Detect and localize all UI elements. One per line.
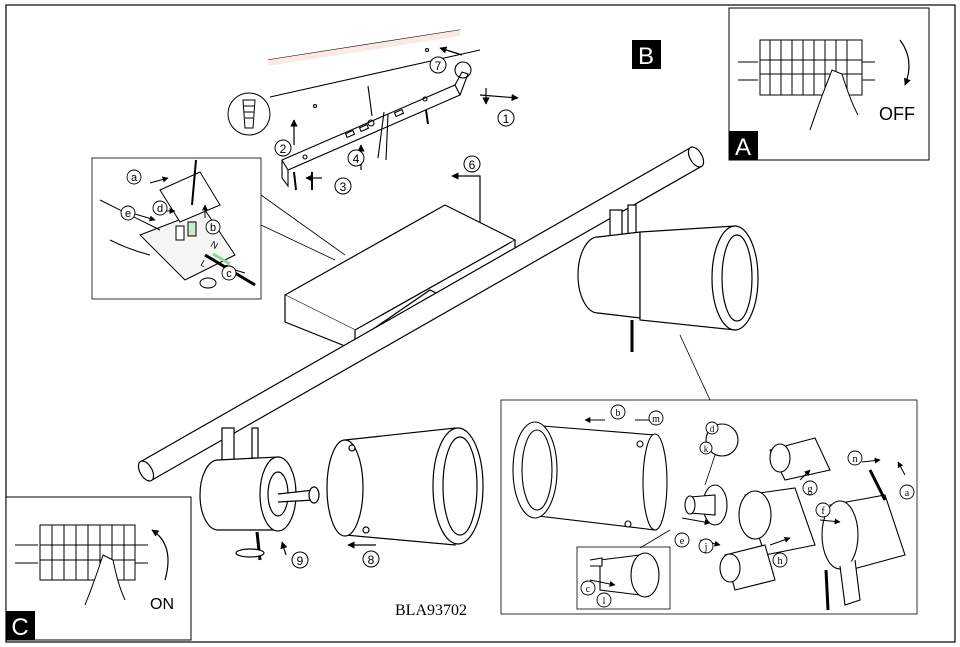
sub-step-c2: c (586, 584, 591, 595)
panel-a-label: A (735, 134, 751, 161)
panel-c-label: C (11, 614, 28, 641)
sub-step-b2: b (616, 408, 621, 419)
sub-step-a2: a (905, 488, 910, 499)
sub-step-j: j (704, 542, 708, 553)
step-1-label: 1 (503, 112, 510, 126)
sub-step-b: b (210, 222, 216, 234)
rail-bar (137, 146, 705, 482)
step-9-label: 9 (297, 554, 304, 568)
lower-spotlight (199, 427, 320, 561)
sub-step-n: n (853, 454, 858, 465)
step-circles-lower (291, 550, 380, 569)
off-label: OFF (879, 104, 915, 124)
step-7-label: 7 (435, 59, 442, 73)
sub-step-e: e (125, 208, 131, 220)
sub-step-h: h (778, 556, 783, 567)
breaker-on-panel: C ON (5, 496, 192, 641)
outer-border (5, 4, 956, 643)
wiring-detail-panel: a d e b c N L (91, 157, 346, 300)
lower-shade (326, 427, 484, 546)
step-2-label: 2 (280, 142, 287, 156)
wire-mark-n: N (209, 239, 220, 251)
sub-step-e2: e (680, 536, 685, 547)
bulb-detail-panel: b m d k e j g h f n a c l (500, 399, 918, 615)
on-label: ON (150, 596, 174, 613)
step-8-label: 8 (368, 553, 375, 567)
sub-step-f: f (821, 506, 825, 517)
sub-step-k: k (704, 444, 709, 454)
model-code: BLA93702 (395, 602, 467, 619)
step-3-label: 3 (340, 180, 347, 194)
ceiling-bracket-group (267, 29, 481, 191)
panel-b-box (632, 40, 661, 69)
sub-step-d2: d (710, 424, 715, 434)
sub-step-a: a (131, 172, 138, 184)
panel-b-label: B (638, 43, 654, 70)
sub-step-m: m (652, 414, 660, 425)
sub-step-l: l (603, 596, 606, 607)
sub-step-g: g (808, 484, 813, 495)
breaker-off-panel: A OFF (728, 7, 930, 161)
step-6-label: 6 (469, 158, 476, 172)
wall-plug-detail (227, 92, 271, 136)
upper-spotlight (577, 204, 759, 401)
step-4-label: 4 (353, 152, 360, 166)
sub-step-c: c (226, 268, 232, 280)
wire-mark-l: L (199, 258, 208, 269)
sub-step-d: d (157, 203, 163, 215)
lower-arrows (280, 541, 376, 556)
